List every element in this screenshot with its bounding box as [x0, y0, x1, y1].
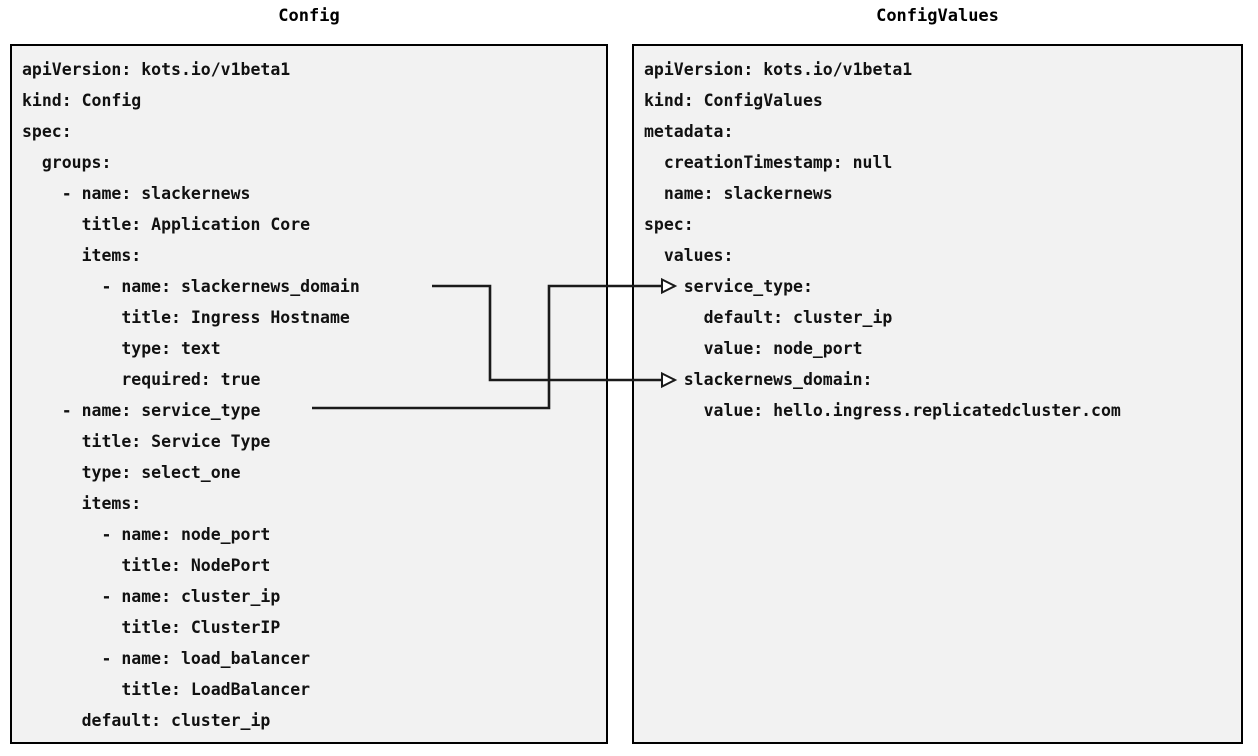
configvalues-panel: apiVersion: kots.io/v1beta1 kind: Config… [632, 44, 1243, 744]
config-yaml-text: apiVersion: kots.io/v1beta1 kind: Config… [22, 60, 360, 730]
panel-title-config: Config [278, 6, 340, 26]
config-panel: apiVersion: kots.io/v1beta1 kind: Config… [10, 44, 608, 744]
configvalues-yaml-text: apiVersion: kots.io/v1beta1 kind: Config… [644, 60, 1121, 420]
panel-title-configvalues: ConfigValues [876, 6, 999, 26]
